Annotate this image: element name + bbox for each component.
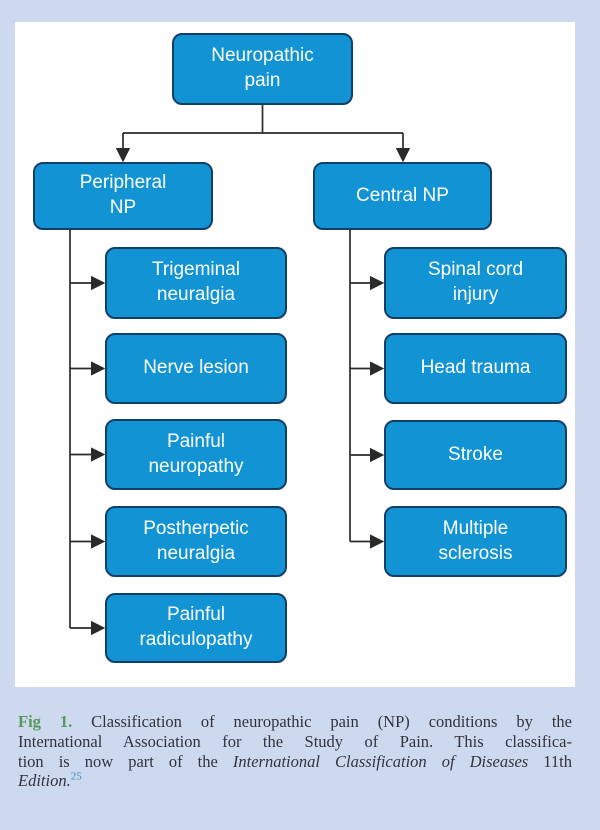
node-trigeminal-neuralgia: Trigeminal neuralgia <box>105 247 287 319</box>
node-stroke: Stroke <box>384 420 567 490</box>
node-peripheral-np: Peripheral NP <box>33 162 213 230</box>
node-painful-radiculopathy: Painful radiculopathy <box>105 593 287 663</box>
caption-text: Classification of neuropathic pain (NP) … <box>72 712 572 731</box>
node-central-np: Central NP <box>313 162 492 230</box>
node-neuropathic-pain: Neuropathic pain <box>172 33 353 105</box>
caption-text-italic: Edition. <box>18 771 71 791</box>
node-nerve-lesion: Nerve lesion <box>105 333 287 404</box>
caption-text: International Association for the Study … <box>18 731 572 751</box>
caption-line-1: Fig 1. Classification of neuropathic pai… <box>18 712 572 732</box>
node-multiple-sclerosis: Multiple sclerosis <box>384 506 567 577</box>
node-postherpetic-neuralgia: Postherpetic neuralgia <box>105 506 287 577</box>
citation-reference-link[interactable]: 25 <box>70 770 82 783</box>
caption-line-3: tion is now part of the International Cl… <box>18 752 572 772</box>
node-head-trauma: Head trauma <box>384 333 567 404</box>
caption-text: 11th <box>528 751 572 771</box>
caption-text-italic: International Classification of Diseases <box>232 751 529 771</box>
node-spinal-cord-injury: Spinal cord injury <box>384 247 567 319</box>
figure-number: Fig 1. <box>18 712 73 731</box>
caption-text: tion is now part of the <box>18 751 233 771</box>
figure-caption: Fig 1. Classification of neuropathic pai… <box>18 712 572 791</box>
node-painful-neuropathy: Painful neuropathy <box>105 419 287 490</box>
caption-line-4: Edition.25 <box>18 771 572 791</box>
caption-line-2: International Association for the Study … <box>18 732 572 752</box>
